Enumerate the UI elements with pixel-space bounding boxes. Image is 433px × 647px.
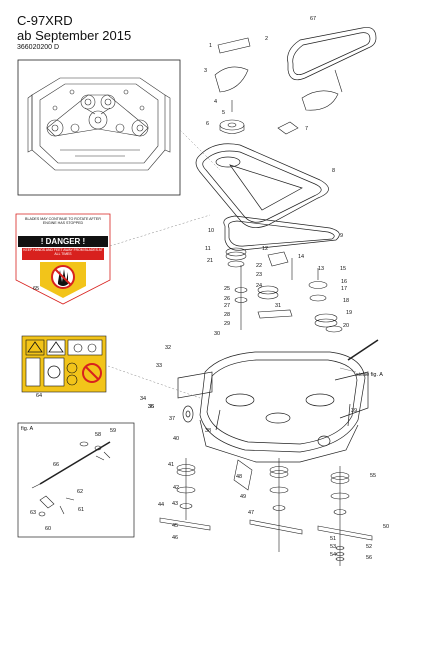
- callout-4: 4: [214, 99, 217, 105]
- model-title: C-97XRD: [17, 13, 73, 28]
- slope-warning-icon: [48, 341, 64, 353]
- callout-58: 58: [95, 432, 101, 438]
- callout-43: 43: [172, 501, 178, 507]
- read-manual-icon: [25, 339, 45, 356]
- callout-36: 36: [148, 404, 154, 410]
- callout-11: 11: [205, 246, 211, 252]
- callout-30: 30: [214, 331, 220, 337]
- callout-24: 24: [256, 283, 262, 289]
- callout-48: 48: [236, 474, 242, 480]
- blade-hazard-icon: [47, 365, 61, 379]
- callout-50: 50: [383, 524, 389, 530]
- callout-10: 10: [208, 228, 214, 234]
- callout-61: 61: [78, 507, 84, 513]
- warning-triangle-icon: [27, 341, 43, 353]
- detail-a-reference: siehe fig. A: [356, 372, 383, 378]
- callout-37: 37: [169, 416, 175, 422]
- overview-inset: [17, 59, 221, 196]
- callout-55: 55: [370, 473, 376, 479]
- callout-40: 40: [173, 436, 179, 442]
- belt-9: [223, 215, 340, 251]
- callout-9: 9: [340, 233, 343, 239]
- callout-21: 21: [207, 258, 213, 264]
- callout-2: 2: [265, 36, 268, 42]
- callout-31: 31: [275, 303, 281, 309]
- callout-67: 67: [310, 16, 316, 22]
- callout-27: 27: [224, 303, 230, 309]
- callout-39: 39: [351, 408, 357, 414]
- callout-18: 18: [343, 298, 349, 304]
- callout-17: 17: [341, 286, 347, 292]
- callout-54: 54: [330, 552, 336, 558]
- upper-small-parts: [214, 37, 343, 135]
- date-subtitle: ab September 2015: [17, 28, 132, 43]
- callout-60: 60: [45, 526, 51, 532]
- callout-34: 34: [140, 396, 146, 402]
- warning-decal-callout: 64: [36, 393, 42, 399]
- callout-45: 45: [172, 523, 178, 529]
- callout-26: 26: [224, 296, 230, 302]
- callout-6: 6: [206, 121, 209, 127]
- callout-23: 23: [256, 272, 262, 278]
- danger-bottom-text: KEEP HANDS AND FEET AWAY FROM BLADES AT …: [23, 248, 103, 256]
- callout-20: 20: [343, 323, 349, 329]
- callout-1: 1: [209, 43, 212, 49]
- callout-12: 12: [262, 246, 268, 252]
- callout-25: 25: [224, 286, 230, 292]
- warning-pictogram-decal: 64: [21, 335, 107, 399]
- callout-32: 32: [165, 345, 171, 351]
- callout-13: 13: [318, 266, 324, 272]
- callout-29: 29: [224, 321, 230, 327]
- decal-leader-65: [109, 214, 211, 247]
- thrown-objects-icon: [73, 343, 83, 353]
- callout-22: 22: [256, 263, 262, 269]
- spindle-assemblies: [159, 458, 373, 566]
- callout-5: 5: [222, 110, 225, 116]
- callout-35: 35: [148, 404, 154, 410]
- callout-28: 28: [224, 312, 230, 318]
- belt-67: [287, 27, 377, 81]
- danger-headline: ! DANGER !: [41, 237, 85, 246]
- danger-decal-callout: 65: [33, 286, 39, 292]
- callout-47: 47: [248, 510, 254, 516]
- prohibition-icon: [82, 363, 102, 383]
- callout-46: 46: [172, 535, 178, 541]
- danger-top-text: BLADES MAY CONTINUE TO ROTATE AFTER ENGI…: [25, 217, 101, 225]
- callout-59: 59: [110, 428, 116, 434]
- callout-15: 15: [340, 266, 346, 272]
- callout-19: 19: [346, 310, 352, 316]
- callout-62: 62: [77, 489, 83, 495]
- manual-book-icon: [25, 357, 41, 387]
- callout-44: 44: [158, 502, 164, 508]
- callout-8: 8: [332, 168, 335, 174]
- callout-41: 41: [168, 462, 174, 468]
- belt-cover-8: [195, 143, 329, 228]
- detail-a-box: fig. A: [17, 422, 135, 538]
- callout-56: 56: [366, 555, 372, 561]
- part-number: 366020200 D: [17, 44, 60, 51]
- callout-51: 51: [330, 536, 336, 542]
- callout-49: 49: [240, 494, 246, 500]
- danger-decal: BLADES MAY CONTINUE TO ROTATE AFTER ENGI…: [15, 213, 111, 305]
- callout-63: 63: [30, 510, 36, 516]
- mower-deck: [177, 351, 369, 463]
- pulley-assembly: [225, 247, 379, 361]
- callout-16: 16: [341, 279, 347, 285]
- callout-53: 53: [330, 544, 336, 550]
- callout-33: 33: [156, 363, 162, 369]
- callout-7: 7: [305, 126, 308, 132]
- decal-leader-64: [107, 365, 201, 399]
- callout-52: 52: [366, 544, 372, 550]
- detail-a-label: fig. A: [21, 426, 34, 432]
- callout-38: 38: [205, 428, 211, 434]
- callout-14: 14: [298, 254, 304, 260]
- callout-3: 3: [204, 68, 207, 74]
- callout-66: 66: [53, 462, 59, 468]
- callout-42: 42: [173, 485, 179, 491]
